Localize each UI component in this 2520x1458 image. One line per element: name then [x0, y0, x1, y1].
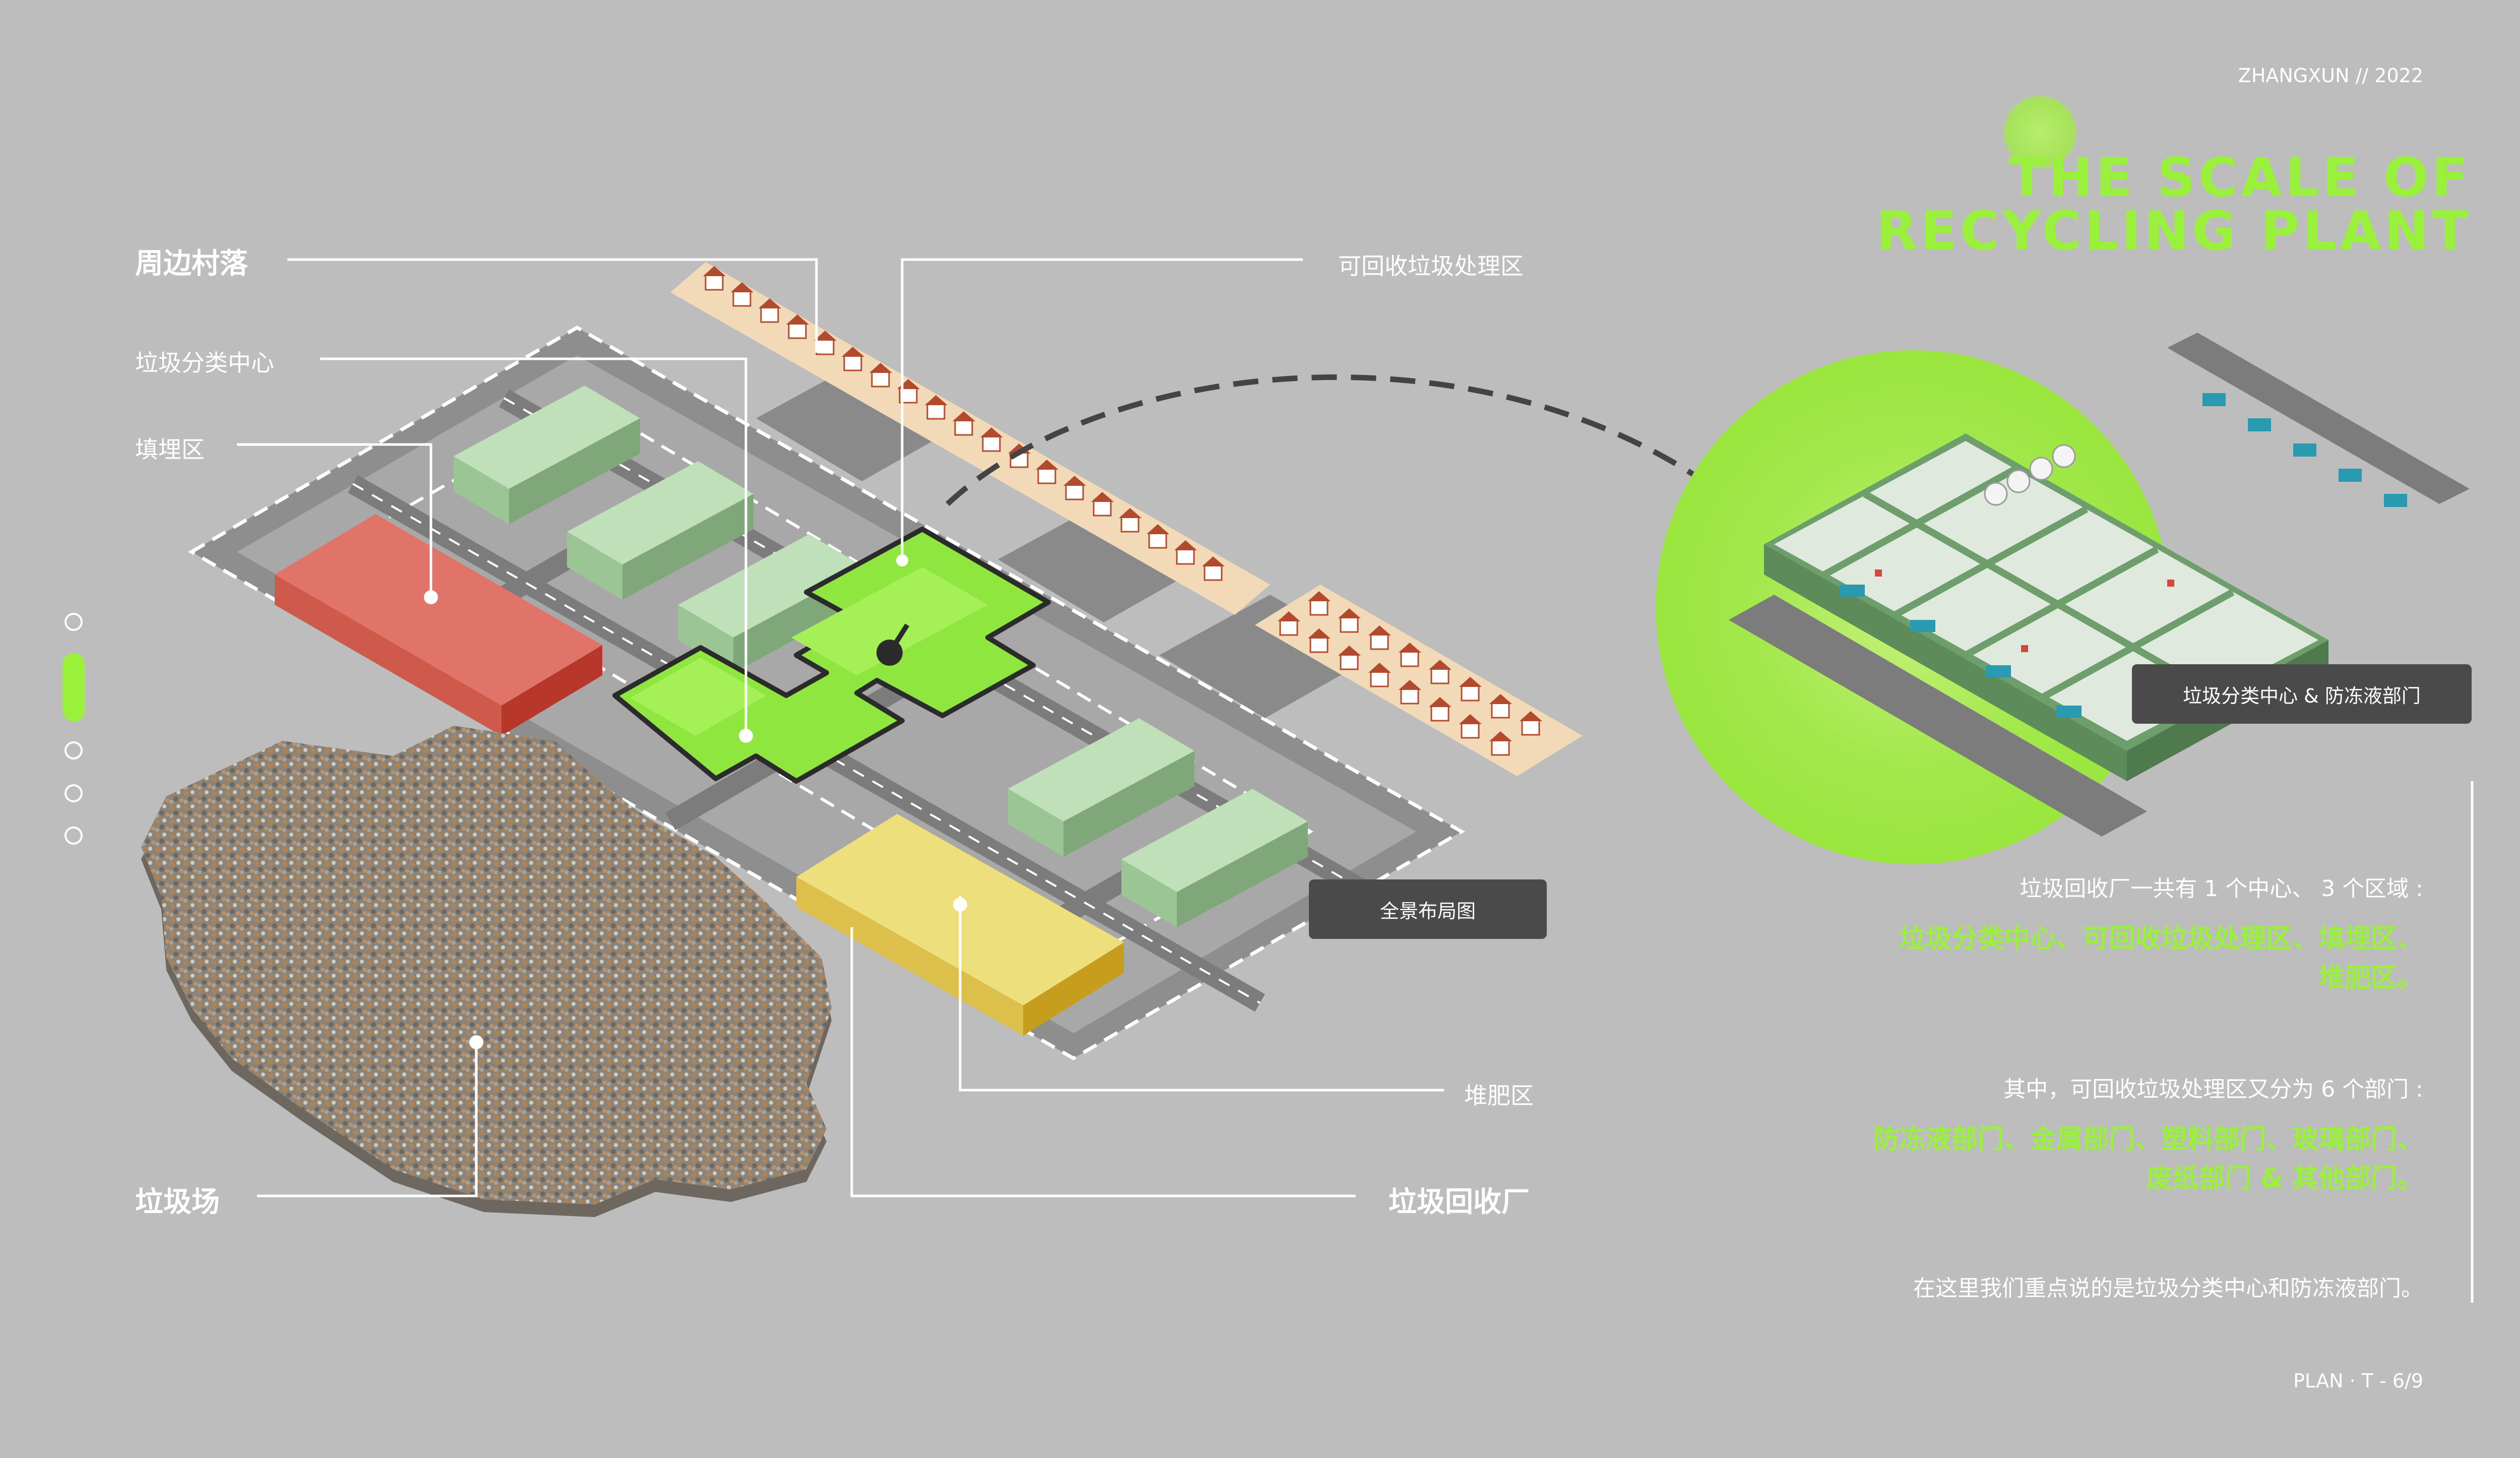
sorting-center-building [612, 527, 1051, 784]
description-highlight-1: 垃圾分类中心、可回收垃圾处理区、填埋区、 堆肥区。 [1899, 919, 2423, 998]
pager-dot-3[interactable] [65, 741, 83, 759]
overview-tag: 全景布局图 [1309, 879, 1547, 939]
village-houses [670, 262, 1270, 615]
page-number: PLAN · T - 6/9 [2293, 1370, 2423, 1392]
pager-dot-active[interactable] [62, 653, 85, 722]
description-departments: 其中，可回收垃圾处理区又分为 6 个部门 : [2003, 1076, 2423, 1102]
label-landfill: 填埋区 [135, 436, 205, 463]
label-dump: 垃圾场 [135, 1186, 220, 1219]
pager-dot-5[interactable] [65, 827, 83, 845]
landfill-building [275, 514, 602, 736]
leader-lines [237, 258, 2474, 1303]
label-plant: 垃圾回收厂 [1389, 1186, 1530, 1219]
detail-tag: 垃圾分类中心 & 防冻液部门 [2132, 664, 2472, 724]
detail-view [1656, 333, 2470, 864]
description-intro: 垃圾回收厂一共有 1 个中心、 3 个区域 : [2020, 876, 2423, 902]
zoom-arrow [946, 374, 1775, 537]
title-line-1: THE SCALE OF [2008, 147, 2471, 209]
highlight-2-line-2: 废纸部门 & 其他部门。 [2146, 1164, 2423, 1194]
credit: ZHANGXUN // 2022 [2238, 65, 2423, 87]
highlight-1-line-2: 堆肥区。 [2318, 963, 2423, 993]
label-sorting-center: 垃圾分类中心 [135, 349, 274, 376]
label-recyclable-area: 可回收垃圾处理区 [1338, 252, 1524, 280]
page-title: THE SCALE OF RECYCLING PLANT [1876, 151, 2472, 258]
description-highlight-2: 防冻液部门、金属部门、塑料部门、玻璃部门、 废纸部门 & 其他部门。 [1873, 1120, 2423, 1198]
highlight-1-line-1: 垃圾分类中心、可回收垃圾处理区、填埋区、 [1899, 924, 2423, 954]
highlight-2-line-1: 防冻液部门、金属部门、塑料部门、玻璃部门、 [1872, 1124, 2423, 1155]
pager-dot-4[interactable] [65, 784, 83, 802]
village-houses-right [1255, 585, 1583, 776]
description-focus: 在这里我们重点说的是垃圾分类中心和防冻液部门。 [1913, 1276, 2423, 1301]
label-village: 周边村落 [135, 247, 248, 280]
pager-dot-1[interactable] [65, 613, 83, 631]
title-line-2: RECYCLING PLANT [1876, 200, 2471, 262]
leader-dots [424, 554, 967, 1049]
label-compost: 堆肥区 [1464, 1082, 1534, 1109]
title-glow [2003, 96, 2076, 169]
garbage-dump [141, 726, 832, 1217]
